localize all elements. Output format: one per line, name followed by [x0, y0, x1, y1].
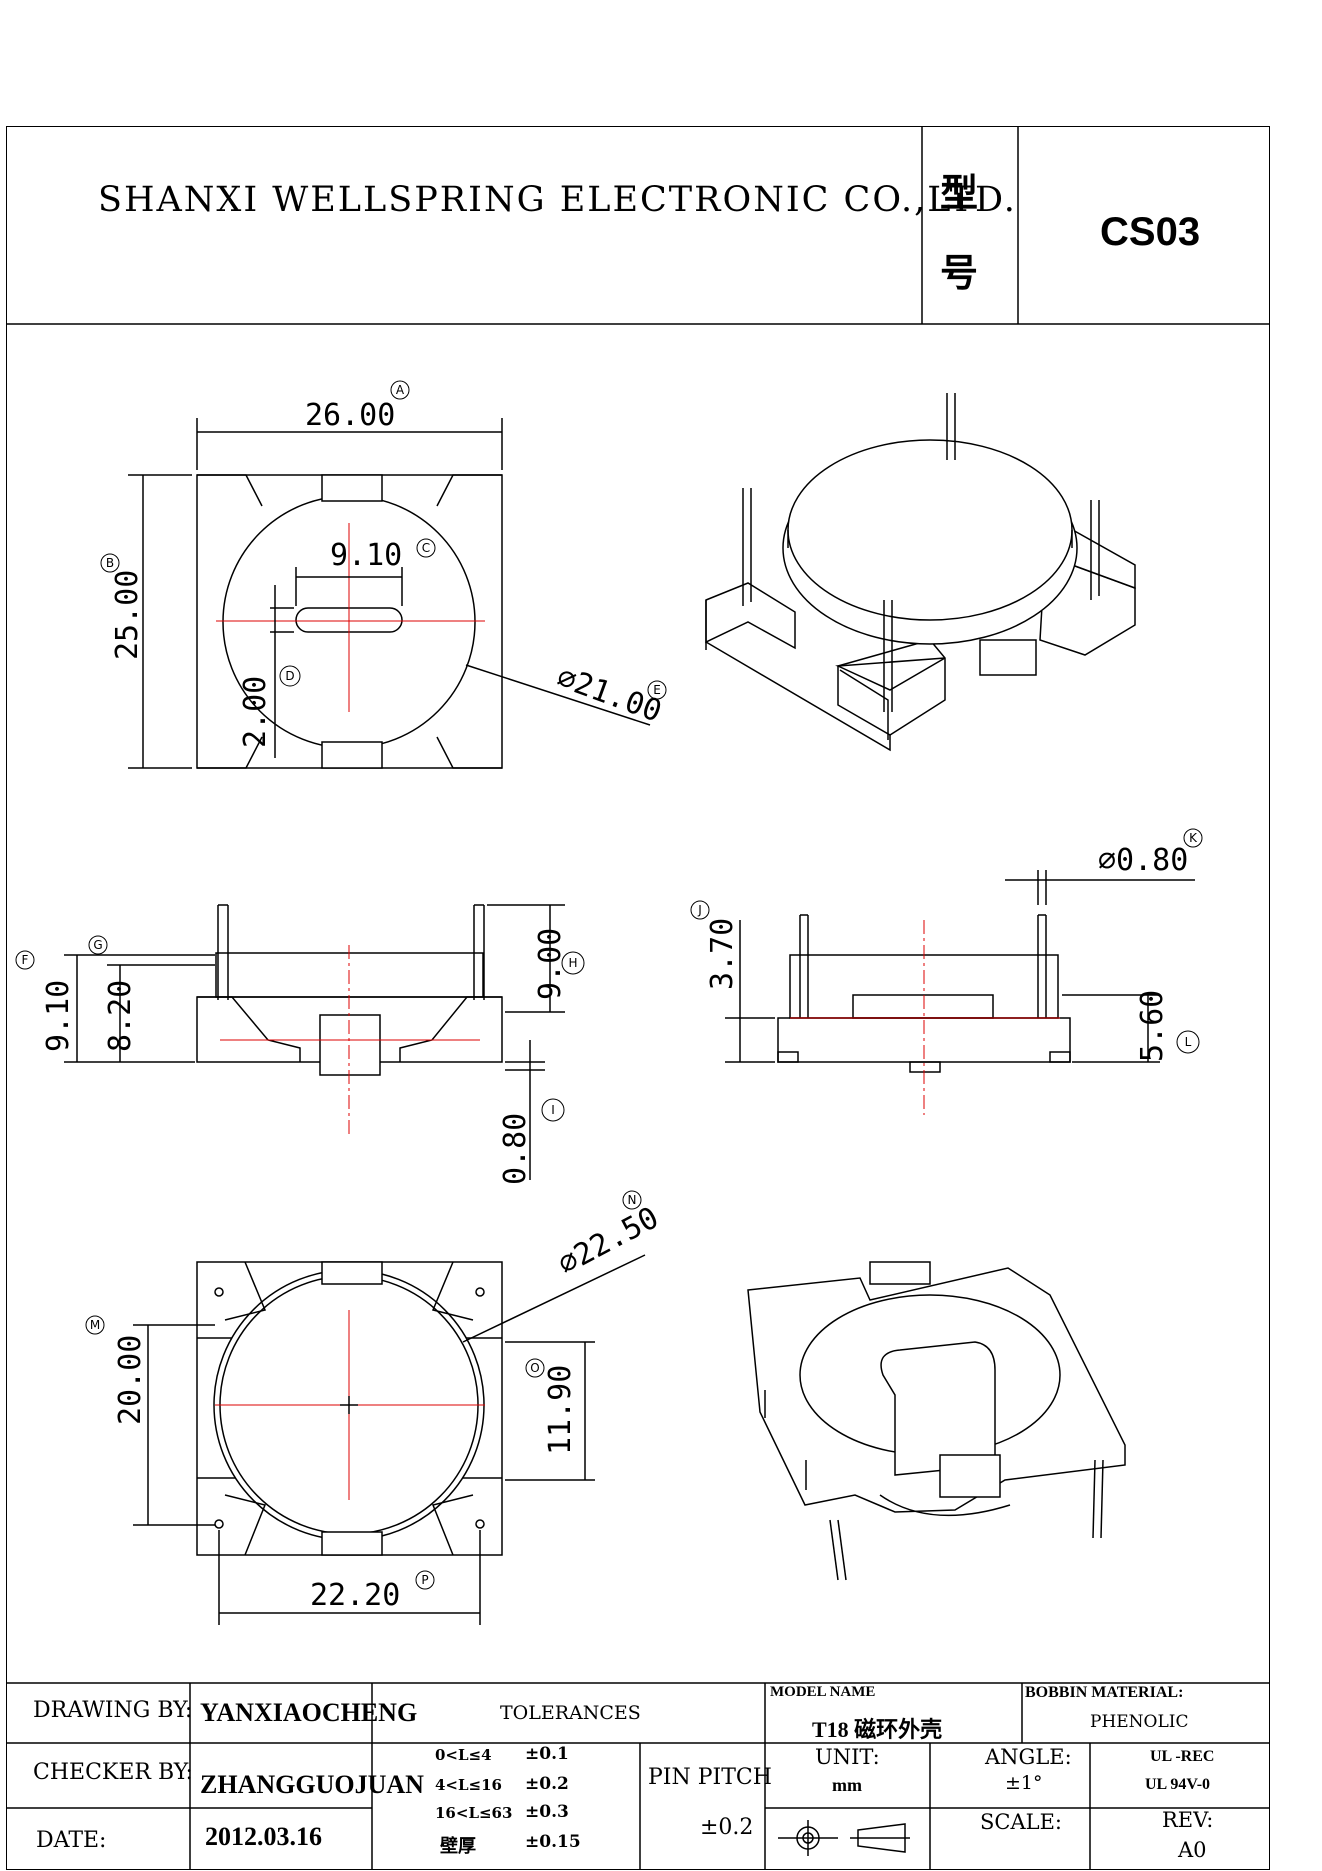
dim-b-value: 25.00 [110, 570, 145, 660]
unit-value: mm [832, 1775, 862, 1795]
svg-text:O: O [530, 1361, 539, 1375]
dim-k-value: ⌀0.80 [1098, 843, 1188, 878]
company-name: SHANXI WELLSPRING ELECTRONIC CO.,LTD. [98, 180, 1017, 220]
tol-range-3: 壁厚 [440, 1836, 476, 1857]
dim-g-value: 8.20 [103, 980, 138, 1052]
svg-text:D: D [285, 669, 294, 683]
svg-text:E: E [653, 683, 661, 697]
rev-label: REV: [1162, 1808, 1214, 1832]
tol-range-1: 4<L≤16 [435, 1776, 502, 1794]
front-view [64, 904, 565, 1180]
tolerances-label: TOLERANCES [500, 1702, 641, 1724]
rev-value: A0 [1178, 1838, 1207, 1862]
dimension-tag-letters: A B C D E F G H I J K L M N O P [22, 383, 1199, 1587]
svg-text:M: M [90, 1318, 100, 1332]
dim-n-value: ⌀22.50 [552, 1200, 664, 1282]
svg-text:C: C [422, 541, 430, 555]
ul-94: UL 94V-0 [1145, 1776, 1211, 1793]
model-code: CS03 [1100, 210, 1201, 254]
svg-text:N: N [628, 1193, 637, 1207]
dim-i-value: 0.80 [498, 1113, 533, 1185]
checker-by-value: ZHANGGUOJUAN [200, 1770, 424, 1799]
pin-pitch-label: PIN PITCH [648, 1765, 772, 1790]
dim-l-value: 5.60 [1135, 990, 1170, 1062]
dim-j-value: 3.70 [705, 918, 740, 990]
bottom-view [133, 1254, 646, 1625]
svg-text:L: L [1185, 1035, 1192, 1049]
drawing-frame [6, 126, 1270, 1870]
tol-range-0: 0<L≤4 [435, 1746, 492, 1764]
angle-value: ±1° [1005, 1772, 1043, 1794]
ul-rec: UL -REC [1150, 1748, 1215, 1765]
dim-d-value: 2.00 [238, 676, 273, 748]
model-label-2: 号 [940, 251, 979, 295]
tol-value-1: ±0.2 [525, 1774, 569, 1794]
pin-pitch-value: ±0.2 [700, 1815, 754, 1840]
svg-text:G: G [93, 938, 102, 952]
svg-text:A: A [396, 383, 405, 397]
dim-p-value: 22.20 [310, 1578, 400, 1613]
tol-range-2: 16<L≤63 [435, 1804, 513, 1822]
dim-a-value: 26.00 [305, 398, 395, 433]
iso-view-top [705, 393, 1136, 752]
date-value: 2012.03.16 [205, 1822, 322, 1851]
model-name-label: MODEL NAME [770, 1684, 876, 1700]
svg-text:B: B [106, 556, 114, 570]
top-view [128, 418, 651, 769]
svg-text:P: P [421, 1573, 428, 1587]
dim-o-value: 11.90 [543, 1365, 578, 1455]
svg-text:F: F [22, 953, 29, 967]
checker-by-label: CHECKER BY: [33, 1760, 193, 1785]
svg-text:K: K [1189, 831, 1198, 845]
unit-label: UNIT: [815, 1745, 880, 1769]
tol-value-2: ±0.3 [525, 1802, 569, 1822]
dim-m-value: 20.00 [113, 1335, 148, 1425]
bobbin-material-label: BOBBIN MATERIAL: [1025, 1684, 1184, 1701]
scale-label: SCALE: [980, 1810, 1062, 1834]
dim-f-value: 9.10 [41, 980, 76, 1052]
bobbin-material-value: PHENOLIC [1090, 1712, 1189, 1732]
svg-text:I: I [551, 1103, 555, 1117]
iso-view-bottom [747, 1261, 1126, 1581]
model-label-1: 型 [940, 171, 979, 215]
tol-value-0: ±0.1 [525, 1744, 569, 1764]
dim-c-value: 9.10 [330, 538, 402, 573]
drawing-by-value: YANXIAOCHENG [200, 1698, 418, 1727]
drawing-by-label: DRAWING BY: [33, 1698, 193, 1723]
tol-value-3: ±0.15 [525, 1832, 581, 1852]
dimension-tags [15, 380, 1203, 1590]
angle-label: ANGLE: [985, 1745, 1072, 1769]
svg-text:J: J [697, 903, 702, 917]
side-view [725, 870, 1195, 1115]
model-name-value: T18 磁环外壳 [812, 1717, 943, 1742]
date-label: DATE: [36, 1828, 107, 1853]
dim-h-value: 9.00 [533, 928, 568, 1000]
svg-text:H: H [568, 956, 577, 970]
title-block-lines [6, 1682, 1270, 1870]
